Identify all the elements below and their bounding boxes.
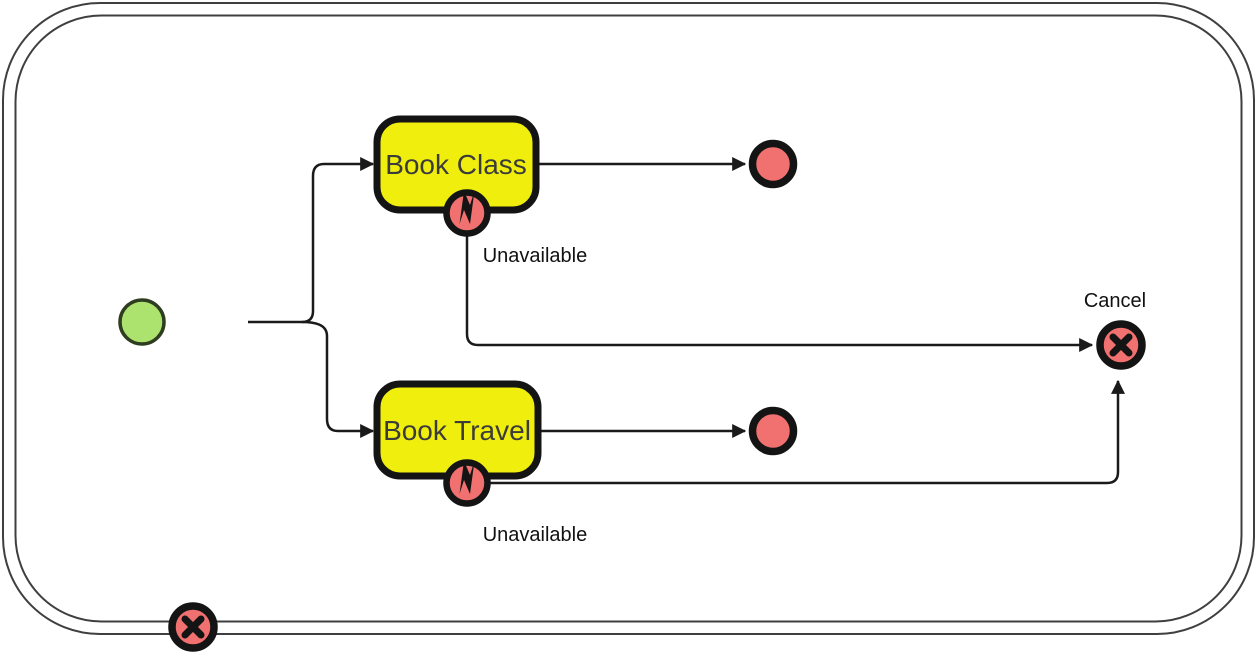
unavailable-label-travel: Unavailable bbox=[483, 524, 588, 546]
sequence-flows bbox=[248, 157, 1125, 485]
cancel-x-icon bbox=[181, 615, 205, 639]
container-inner-border bbox=[14, 14, 1243, 623]
transaction-subprocess-boundary bbox=[2, 2, 1255, 635]
flow-to-book-class bbox=[301, 157, 375, 324]
start-event-circle[interactable] bbox=[118, 298, 166, 346]
task-book-travel[interactable]: Book Travel bbox=[373, 380, 542, 480]
start-event[interactable] bbox=[118, 298, 166, 346]
end-event-book-class[interactable] bbox=[748, 139, 798, 189]
container-cancel-boundary-event[interactable] bbox=[168, 602, 218, 652]
cancel-end-event[interactable] bbox=[1096, 320, 1146, 370]
task-book-class-label: Book Class bbox=[385, 149, 527, 180]
boundary-error-event-book-travel[interactable] bbox=[443, 459, 491, 507]
task-book-travel-label: Book Travel bbox=[383, 415, 531, 446]
unavailable-label-class: Unavailable bbox=[483, 245, 588, 267]
container-outer-border bbox=[2, 2, 1255, 635]
cancel-x-icon bbox=[1109, 333, 1133, 357]
flow-travel-error-to-cancel bbox=[490, 379, 1125, 485]
error-lightning-icon bbox=[459, 461, 475, 494]
boundary-error-event-book-class[interactable] bbox=[443, 189, 491, 237]
end-event-circle[interactable] bbox=[748, 406, 798, 456]
flow-to-book-travel bbox=[301, 320, 375, 438]
end-event-circle[interactable] bbox=[748, 139, 798, 189]
flow-class-error-to-cancel bbox=[465, 234, 1094, 352]
error-lightning-icon bbox=[459, 191, 475, 224]
cancel-label: Cancel bbox=[1084, 290, 1146, 312]
end-event-book-travel[interactable] bbox=[748, 406, 798, 456]
